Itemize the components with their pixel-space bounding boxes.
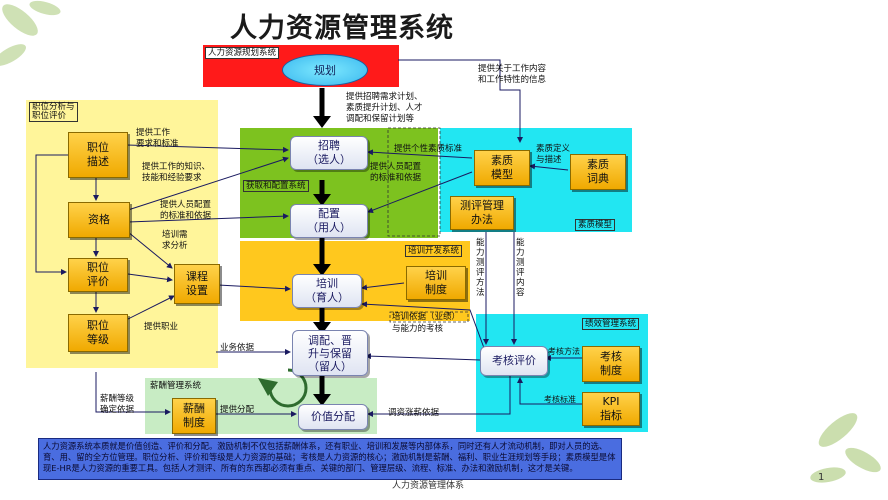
leaf-decoration-top-left: [0, 0, 61, 66]
region-label-performance: 绩效管理系统: [582, 318, 640, 330]
footer-summary: 人力资源系统本质就是价值创造、评价和分配。激励机制不仅包括薪酬体系，还有职业、培…: [38, 438, 622, 480]
note-ability-method: 能力测评方法: [476, 238, 485, 298]
node-job-level: 职位等级: [68, 314, 128, 352]
node-qualification: 资格: [68, 202, 130, 238]
region-label-job-analysis: 职位分析与职位评价: [29, 102, 78, 122]
note-ability-content: 能力测评内容: [516, 238, 525, 298]
note-quality-standard: 提供个性素质标准: [394, 144, 463, 154]
region-label-recruitment: 获取和配置系统: [243, 180, 309, 192]
node-job-evaluation: 职位评价: [68, 258, 128, 292]
footer-caption: 人力资源管理体系: [392, 481, 465, 491]
note-training-needs: 培训需求分析: [162, 230, 188, 251]
note-ability-assessment: 与能力的考核: [392, 324, 444, 334]
region-label-compensation: 薪酬管理系统: [150, 381, 202, 391]
node-training-system: 培训制度: [406, 266, 466, 300]
note-staffing-standard-2: 提供人员配置的标准和依据: [370, 162, 422, 183]
page-number: 1: [818, 472, 825, 483]
note-assess-standard: 考核标准: [544, 395, 576, 404]
node-course: 课程设置: [174, 264, 220, 304]
note-training-basis: 培训依据（业绩）: [392, 312, 461, 322]
node-job-description: 职位描述: [68, 132, 128, 178]
node-assessment-method: 测评管理办法: [450, 196, 514, 230]
note-raise-basis: 调资涨薪依据: [388, 408, 440, 418]
note-job-info: 提供关于工作内容和工作特性的信息: [478, 64, 547, 85]
note-recruit-plan: 提供招聘需求计划、素质提升计划、人才调配和保留计划等: [346, 92, 423, 124]
note-business-basis: 业务依据: [220, 343, 255, 353]
region-label-training: 培训开发系统: [405, 245, 463, 257]
node-competency-dictionary: 素质词典: [570, 154, 626, 190]
node-retain: 调配、晋升与保留（留人）: [292, 330, 368, 376]
leaf-decoration-bottom-right: [810, 413, 881, 483]
region-label-competency: 素质模型: [575, 219, 616, 231]
note-knowledge-requirements: 提供工作的知识、技能和经验要求: [142, 162, 211, 183]
node-plan: 规划: [282, 54, 368, 86]
node-appraisal: 考核评价: [480, 346, 548, 376]
node-allocate: 配置（用人）: [290, 204, 368, 238]
note-provide-distribution: 提供分配: [220, 405, 255, 415]
note-provide-level: 提供职业: [144, 322, 179, 332]
node-appraisal-system: 考核制度: [582, 346, 640, 382]
node-salary-system: 薪酬制度: [172, 398, 216, 434]
node-recruit: 招聘（选人）: [290, 136, 368, 170]
note-salary-grade: 薪酬等级确定依据: [100, 394, 135, 415]
note-quality-definition: 素质定义与描述: [536, 144, 571, 165]
note-assess-method: 考核方法: [548, 347, 580, 356]
node-train: 培训（育人）: [292, 274, 362, 308]
note-staffing-standard: 提供人员配置的标准和依据: [160, 200, 212, 221]
page-title: 人力资源管理系统: [230, 13, 454, 44]
node-value-distribution: 价值分配: [298, 404, 368, 430]
region-label-planning: 人力资源规划系统: [205, 47, 280, 59]
node-competency-model: 素质模型: [474, 150, 530, 186]
note-work-requirements: 提供工作要求和标准: [136, 128, 179, 149]
